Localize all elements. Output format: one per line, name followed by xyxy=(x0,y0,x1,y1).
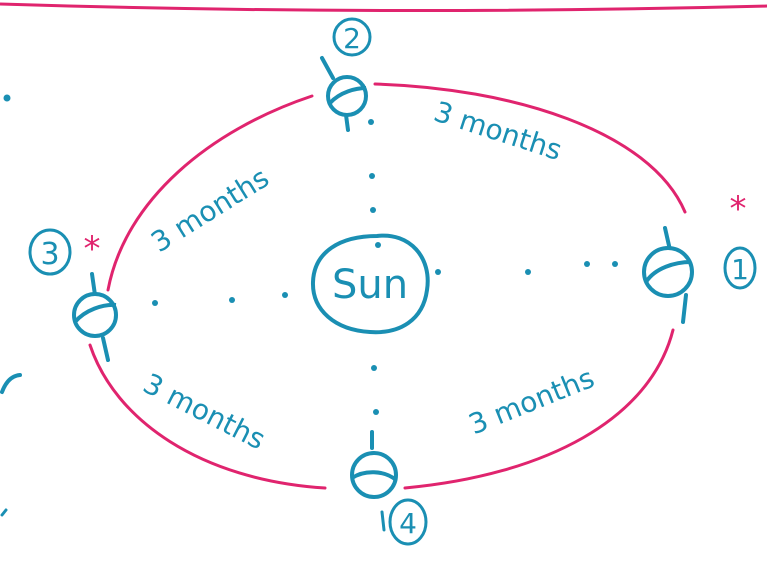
interval-label-bottom-left: 3 months xyxy=(138,367,271,456)
dotted-axis-vertical-bottom xyxy=(371,365,379,415)
margin-dot xyxy=(4,95,11,102)
position-3-star: * xyxy=(84,229,101,269)
earth-position-3: 3 * xyxy=(30,229,116,360)
interval-label-bottom-right: 3 months xyxy=(464,361,599,441)
earth-position-1: 1 * xyxy=(644,189,755,322)
interval-label-top-left: 3 months xyxy=(145,161,275,259)
position-2-number: 2 xyxy=(343,22,361,55)
interval-label-top-right: 3 months xyxy=(430,95,566,167)
sun-label: Sun xyxy=(332,262,408,308)
top-border-line xyxy=(0,4,767,11)
margin-mark xyxy=(2,510,6,515)
position-1-number: 1 xyxy=(731,253,749,286)
margin-mark xyxy=(2,375,20,392)
dotted-axis-vertical-top xyxy=(368,119,381,248)
position-1-star: * xyxy=(730,189,747,229)
position-3-number: 3 xyxy=(40,237,59,272)
sun: Sun xyxy=(313,236,428,333)
earth-position-2: 2 xyxy=(322,19,370,130)
dotted-axis-horizontal-right xyxy=(435,261,618,275)
position-4-number: 4 xyxy=(399,507,417,540)
dotted-axis-horizontal-left xyxy=(152,292,288,306)
